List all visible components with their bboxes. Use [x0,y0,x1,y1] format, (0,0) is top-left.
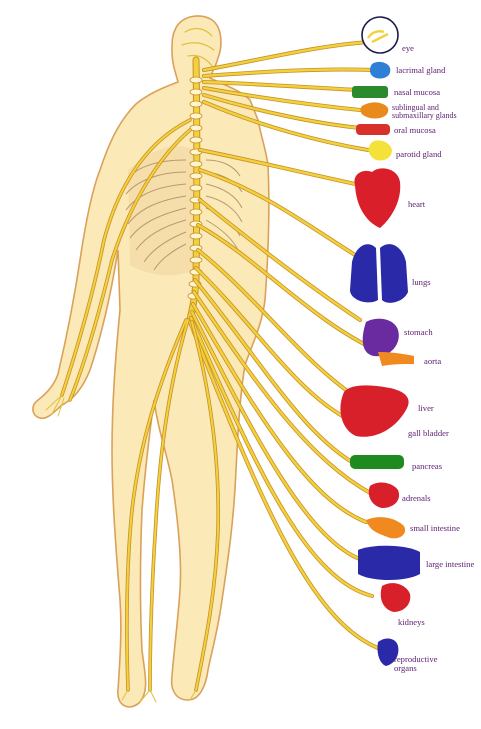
label-kidneys: kidneys [398,618,425,627]
kidneys-icon [381,583,411,612]
label-pancreas: pancreas [412,462,442,471]
label-small-intestine: small intestine [410,524,460,533]
lacrimal-gland-icon [370,62,390,79]
label-oral-mucosa: oral mucosa [394,126,436,135]
oral-mucosa-icon [356,124,390,135]
label-nasal-mucosa: nasal mucosa [394,88,440,97]
label-parotid-gland: parotid gland [396,150,442,159]
label-eye: eye [402,44,414,53]
lungs-icon [350,244,408,303]
small-intestine-icon [366,517,405,538]
adrenals-icon [369,483,399,508]
large-intestine-icon [358,546,420,580]
label-sublingual-line2: submaxillary glands [392,112,457,120]
sublingual-gland-icon [360,102,388,118]
label-reproductive-line2: organs [394,664,417,673]
label-lacrimal-gland: lacrimal gland [396,66,445,75]
label-gall-bladder: gall bladder [408,429,449,438]
stomach-icon [363,319,399,356]
label-heart: heart [408,200,425,209]
label-large-intestine: large intestine [426,560,474,569]
nasal-mucosa-icon [352,86,388,98]
label-adrenals: adrenals [402,494,431,503]
label-liver: liver [418,404,434,413]
aorta-icon [378,352,414,366]
label-lungs: lungs [412,278,431,287]
heart-icon [354,168,400,228]
label-aorta: aorta [424,357,441,366]
pancreas-icon [350,455,404,469]
parotid-gland-icon [369,140,392,160]
liver-icon [340,385,408,436]
eye-icon [362,17,398,53]
label-stomach: stomach [404,328,433,337]
